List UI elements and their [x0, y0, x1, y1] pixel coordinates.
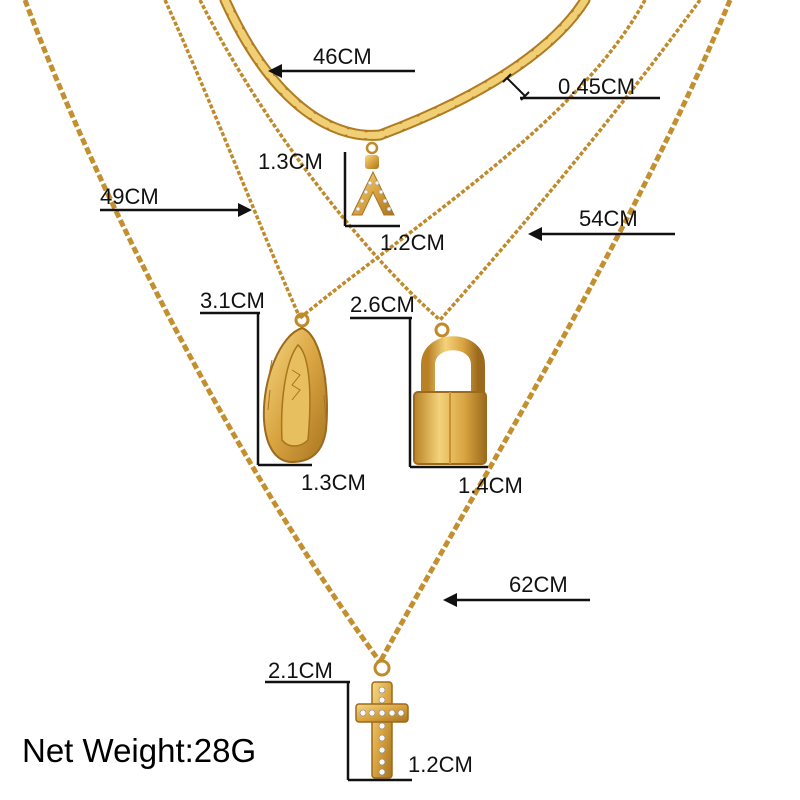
net-weight-text: Net Weight:28G — [22, 732, 257, 769]
chain-figaro-46cm — [219, 0, 591, 141]
label-width-045: 0.45CM — [558, 74, 636, 99]
label-height-letter-a: 1.3CM — [258, 149, 323, 174]
label-width-cross: 1.2CM — [408, 752, 473, 777]
chain-62cm — [22, 0, 733, 664]
letter-a-pendant — [351, 141, 395, 216]
virgin-mary-medal-pendant — [262, 312, 328, 464]
label-width-virgin: 1.3CM — [301, 470, 366, 495]
cross-pendant — [355, 659, 409, 779]
padlock-pendant — [413, 322, 487, 465]
label-height-lock: 2.6CM — [350, 292, 415, 317]
label-height-virgin: 3.1CM — [200, 288, 265, 313]
label-width-letter-a: 1.2CM — [380, 230, 445, 255]
label-width-lock: 1.4CM — [458, 473, 523, 498]
chain-49cm — [163, 0, 647, 320]
label-length-49: 49CM — [100, 184, 159, 209]
label-length-46: 46CM — [313, 44, 372, 69]
chain-54cm — [198, 0, 702, 322]
label-length-62: 62CM — [509, 572, 568, 597]
measurement-annotations — [100, 64, 675, 782]
label-height-cross: 2.1CM — [268, 658, 333, 683]
label-length-54: 54CM — [579, 206, 638, 231]
